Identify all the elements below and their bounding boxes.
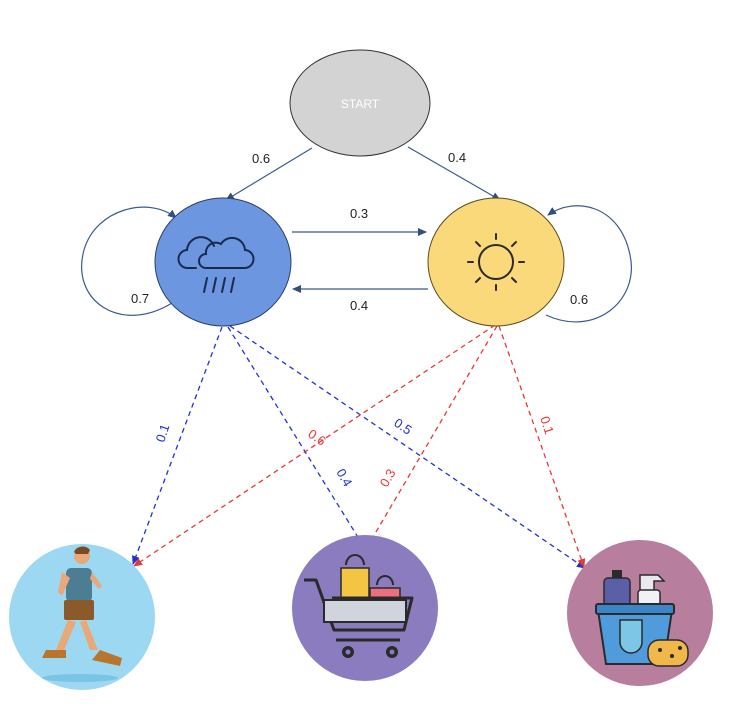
edge-rainy-shop (227, 326, 365, 548)
label-start-rainy: 0.6 (252, 151, 270, 166)
label-rainy-sunny: 0.3 (350, 206, 368, 221)
label-rainy-self: 0.7 (131, 291, 149, 306)
walk-observation-node (9, 544, 155, 690)
walking-person-icon (42, 546, 122, 682)
label-sunny-rainy: 0.4 (350, 298, 368, 313)
edge-rainy-self (81, 206, 177, 316)
label-start-sunny: 0.4 (448, 150, 466, 165)
cleaning-supplies-icon (595, 570, 689, 667)
sunny-state-node (427, 197, 565, 327)
shopping-cart-icon (304, 554, 414, 658)
rainy-state-node (154, 197, 292, 327)
edge-sunny-self (545, 205, 632, 323)
start-node: START (289, 49, 431, 157)
edge-sunny-shop (365, 325, 498, 550)
clean-observation-node (567, 540, 713, 686)
edge-start-rainy (225, 147, 313, 201)
shop-observation-node (292, 535, 438, 681)
rain-cloud-icon (177, 236, 255, 293)
label-sunny-self: 0.6 (570, 292, 588, 307)
sun-icon (467, 233, 525, 291)
label-rainy-shop: 0.4 (333, 466, 355, 489)
edge-rainy-walk (132, 326, 223, 565)
label-sunny-shop: 0.3 (377, 466, 399, 489)
label-rainy-clean: 0.5 (391, 415, 414, 438)
edge-rainy-clean (229, 325, 586, 569)
edge-sunny-clean (498, 325, 586, 568)
edge-start-sunny (407, 146, 501, 201)
label-sunny-walk: 0.6 (305, 426, 328, 449)
label-sunny-clean: 0.1 (537, 414, 557, 436)
label-rainy-walk: 0.1 (153, 422, 173, 444)
edge-sunny-walk (133, 324, 496, 567)
start-label: START (341, 97, 380, 111)
